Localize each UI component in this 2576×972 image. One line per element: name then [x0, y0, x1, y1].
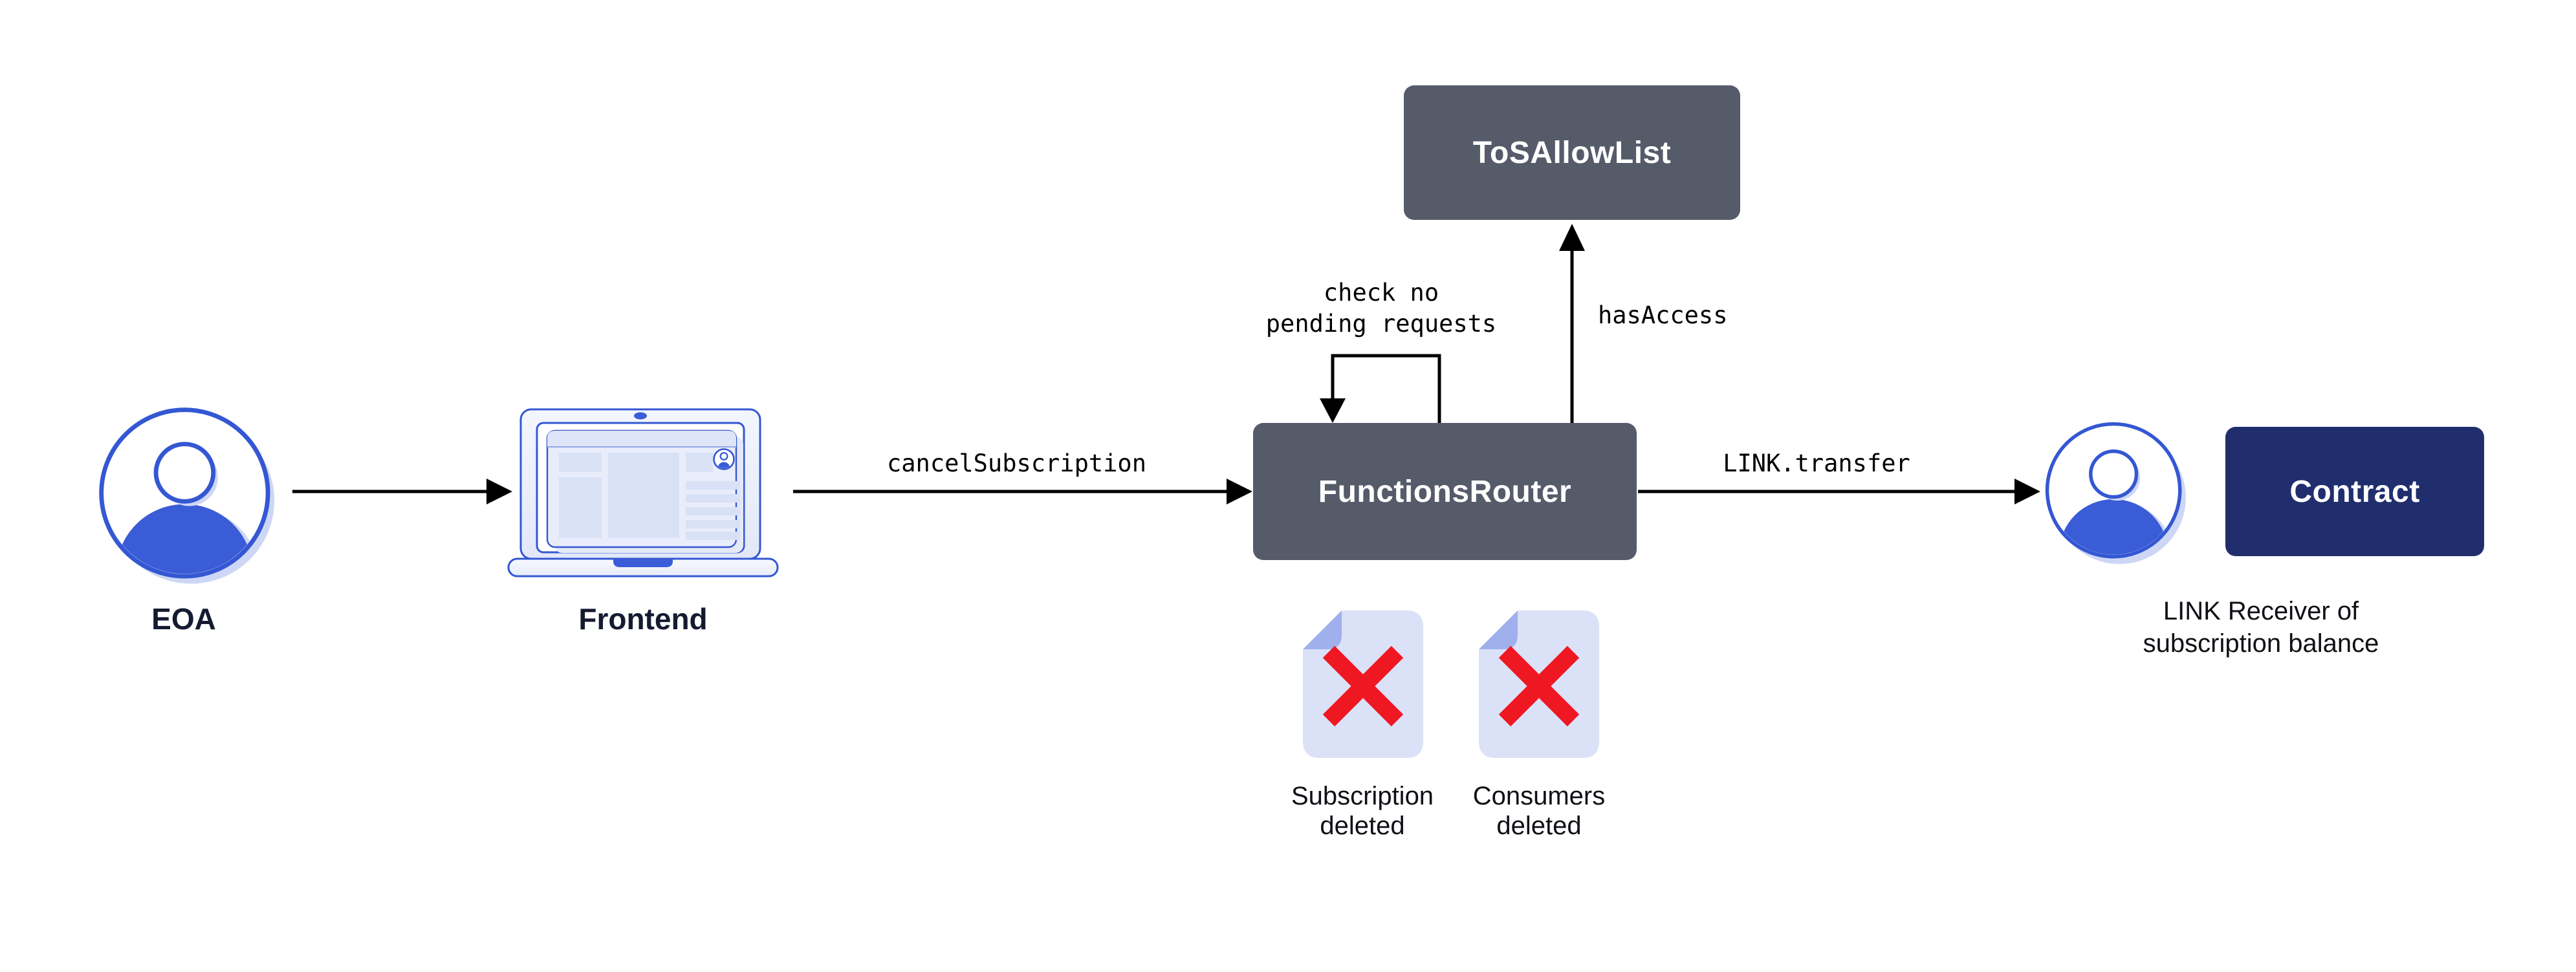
cancel-subscription-edge-label: cancelSubscription — [887, 449, 1146, 477]
frontend-laptop-icon — [507, 408, 779, 578]
app-avatar-shoulders — [717, 462, 730, 468]
link-transfer-edge-label: LINK.transfer — [1723, 449, 1910, 477]
eoa-head — [153, 442, 216, 504]
consumers-deleted-doc-icon — [1479, 610, 1599, 758]
link-receiver-user-icon — [2045, 422, 2186, 565]
consumers-deleted-label: Consumers deleted — [1445, 781, 1633, 841]
delete-x-icon — [1498, 645, 1580, 727]
check-pending-line1: check no — [1323, 279, 1439, 307]
eoa-label: EOA — [151, 602, 216, 636]
tos-allow-list-node: ToSAllowList — [1404, 85, 1740, 220]
check-pending-edge-label: check no pending requests — [1216, 277, 1546, 340]
frontend-label: Frontend — [578, 602, 708, 636]
check-pending-line2: pending requests — [1265, 310, 1497, 338]
tos-allow-list-label: ToSAllowList — [1472, 135, 1672, 170]
arrow-router-to-receiver — [1638, 479, 2040, 504]
delete-x-icon — [1322, 645, 1404, 727]
arrow-frontend-to-router — [793, 479, 1252, 504]
app-panel-left-top — [559, 453, 602, 472]
app-panel-center — [608, 453, 679, 538]
arrow-router-to-tosallowlist — [1559, 224, 1585, 424]
laptop-webcam — [634, 412, 647, 420]
app-panel-right-rows — [686, 481, 740, 540]
contract-label: Contract — [2289, 474, 2420, 509]
functions-router-label: FunctionsRouter — [1318, 474, 1572, 509]
link-receiver-caption: LINK Receiver of subscription balance — [2132, 595, 2390, 660]
app-panel-left-main — [559, 477, 602, 538]
contract-node: Contract — [2225, 427, 2484, 556]
has-access-edge-label: hasAccess — [1598, 301, 1728, 329]
eoa-user-icon — [99, 407, 275, 584]
consumers-deleted-line2: deleted — [1496, 812, 1582, 840]
receiver-shoulders — [2058, 499, 2168, 555]
self-loop-check-pending-arrow — [1320, 354, 1441, 426]
link-receiver-caption-line1: LINK Receiver of — [2163, 597, 2359, 625]
app-panel-right-top — [686, 453, 713, 472]
consumers-deleted-line1: Consumers — [1472, 782, 1606, 810]
receiver-head — [2089, 449, 2139, 499]
eoa-shoulders — [116, 504, 254, 574]
subscription-deleted-line1: Subscription — [1291, 782, 1434, 810]
doc-fold — [1479, 610, 1518, 649]
laptop-base-notch — [613, 559, 673, 567]
app-avatar-head — [719, 451, 728, 460]
subscription-deleted-doc-icon — [1303, 610, 1423, 758]
link-receiver-caption-line2: subscription balance — [2143, 629, 2379, 658]
subscription-deleted-line2: deleted — [1320, 812, 1405, 840]
doc-fold — [1303, 610, 1342, 649]
app-window-titlebar — [547, 431, 736, 446]
arrow-eoa-to-frontend — [292, 479, 512, 504]
subscription-deleted-label: Subscription deleted — [1268, 781, 1457, 841]
functions-router-node: FunctionsRouter — [1253, 423, 1637, 560]
